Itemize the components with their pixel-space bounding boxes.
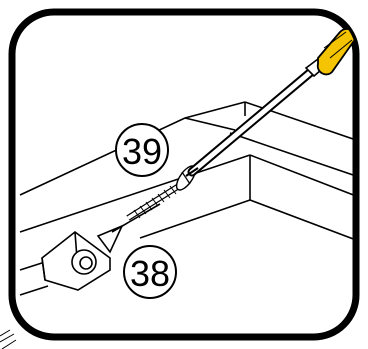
corner-bracket-icon: [41, 230, 111, 291]
wood-rail: [19, 101, 356, 296]
insertion-arrow-icon: [96, 203, 161, 254]
callout-38: 38: [123, 245, 177, 299]
screwdriver-icon: [185, 28, 356, 177]
callout-38-label: 38: [130, 253, 170, 294]
outside-frame-hatching: [0, 329, 17, 349]
callout-39: 39: [115, 123, 169, 177]
callout-39-label: 39: [122, 131, 162, 172]
